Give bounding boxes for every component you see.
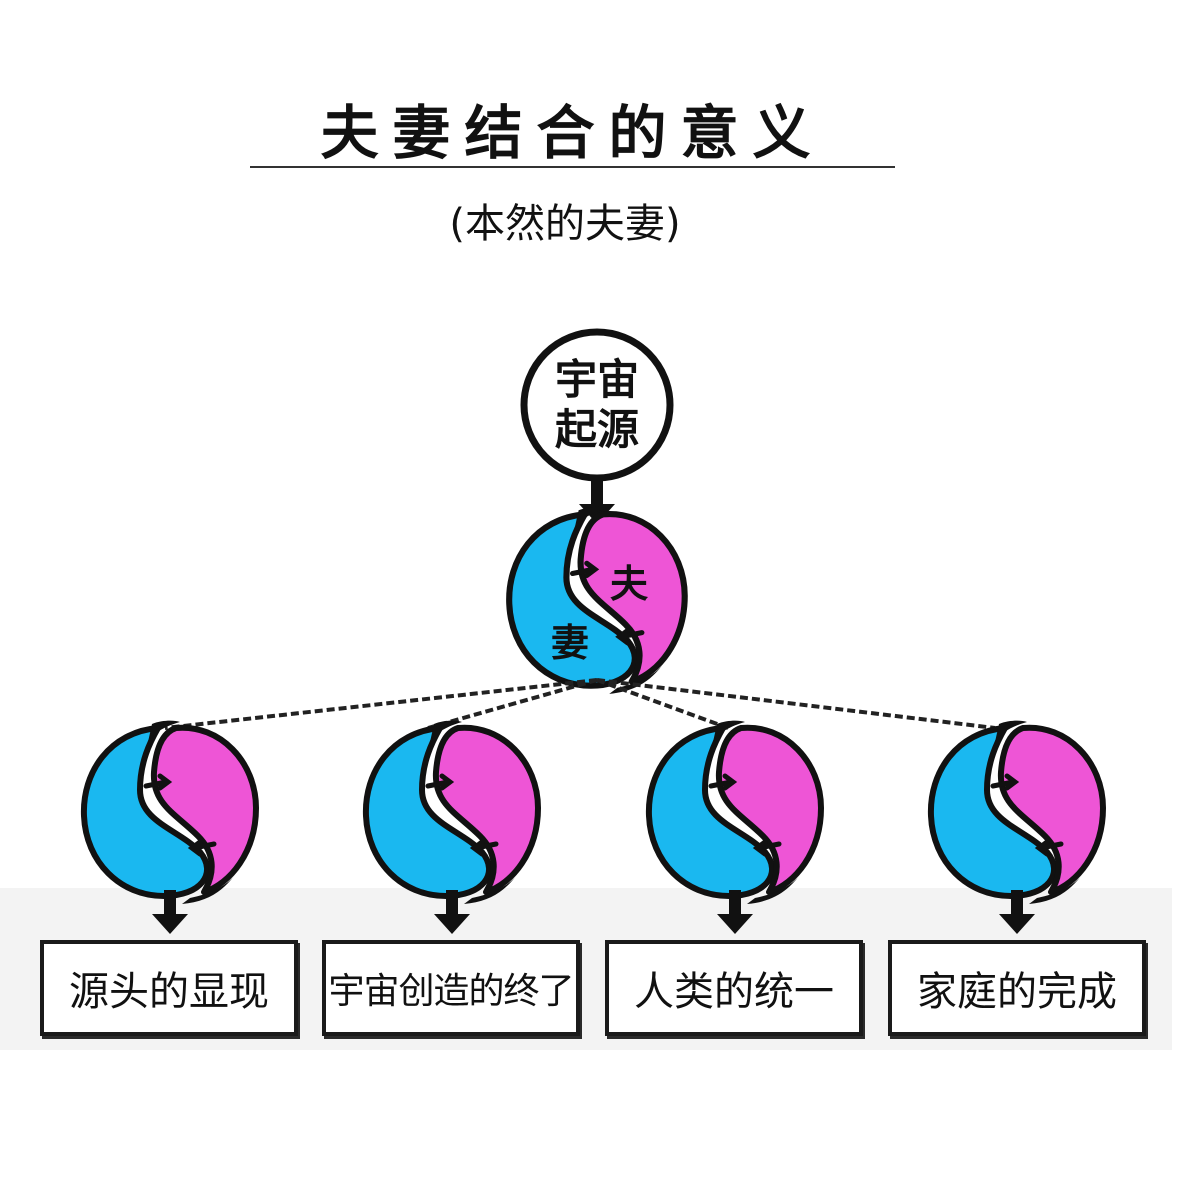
- origin-label: 宇宙 起源: [522, 345, 672, 465]
- center-yin-yang-icon: [509, 507, 685, 694]
- page-subtitle: (本然的夫妻): [449, 201, 681, 247]
- title-underline: [250, 166, 895, 168]
- outcome-box-1: 源头的显现: [40, 940, 298, 1036]
- outcome-box-4: 家庭的完成: [888, 940, 1146, 1036]
- outcome-label: 人类的统一: [634, 969, 834, 1015]
- page-title: 夫妻结合的意义: [320, 99, 825, 167]
- outcome-box-2: 宇宙创造的终了: [322, 940, 580, 1036]
- yin-yang-icon-1: [84, 721, 256, 904]
- husband-label: 夫: [610, 562, 649, 606]
- wife-label: 妻: [551, 621, 590, 665]
- dashed-connectors: [164, 678, 996, 730]
- outcome-box-3: 人类的统一: [605, 940, 863, 1036]
- origin-line-2: 起源: [554, 405, 639, 454]
- outcome-label: 宇宙创造的终了: [328, 971, 574, 1012]
- yin-yang-icon-2: [366, 721, 538, 904]
- yin-yang-icon-3: [649, 721, 821, 904]
- origin-circle: [520, 328, 674, 482]
- outcome-label: 源头的显现: [69, 969, 269, 1015]
- origin-line-1: 宇宙: [554, 355, 639, 404]
- yin-yang-icon-4: [931, 721, 1103, 904]
- outcome-label: 家庭的完成: [917, 969, 1117, 1015]
